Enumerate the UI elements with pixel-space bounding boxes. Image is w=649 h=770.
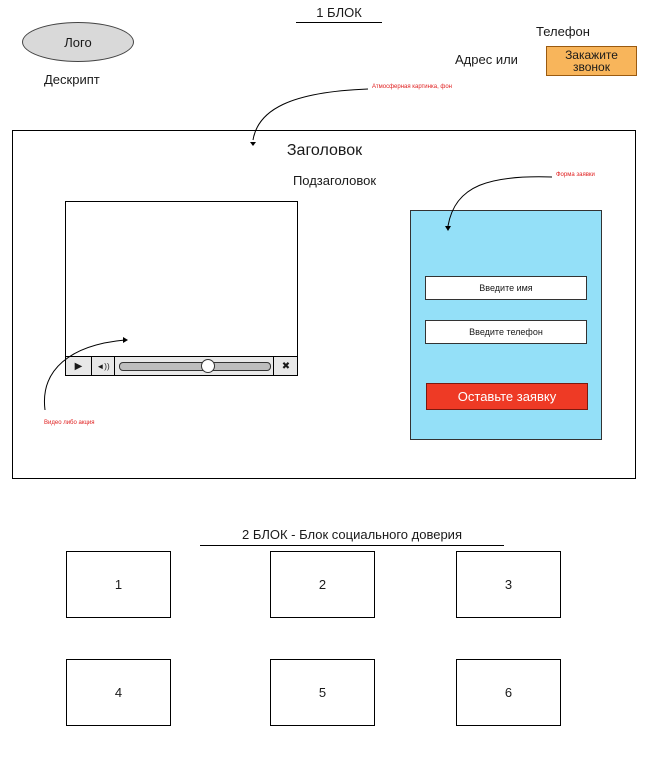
trust-box-label: 6 — [504, 685, 513, 700]
block2-title: 2 БЛОК - Блок социального доверия — [241, 527, 462, 542]
play-button[interactable]: ▶ — [66, 357, 92, 375]
phone-label: Телефон — [536, 24, 590, 39]
submit-button[interactable]: Оставьте заявку — [426, 383, 588, 410]
video-player[interactable] — [65, 201, 298, 376]
fullscreen-icon: ✖ — [281, 360, 291, 372]
hero-subtitle: Подзаголовок — [292, 173, 377, 188]
trust-box-label: 1 — [114, 577, 123, 592]
trust-box-label: 3 — [504, 577, 513, 592]
video-controls: ▶ ◄)) ✖ — [65, 356, 298, 376]
descriptor: Дескрипт — [44, 72, 100, 87]
logo[interactable]: Лого — [22, 22, 134, 62]
volume-icon: ◄)) — [96, 361, 110, 371]
name-input[interactable]: Введите имя — [425, 276, 587, 300]
trust-box-label: 2 — [318, 577, 327, 592]
background-arrow — [252, 88, 369, 141]
hero-block — [12, 130, 636, 479]
annotation-background: Атмосферная картинка, фон — [372, 84, 452, 90]
trust-box-1: 1 — [66, 551, 171, 618]
phone-input[interactable]: Введите телефон — [425, 320, 587, 344]
annotation-video: Видео либо акция — [44, 420, 95, 426]
phone-placeholder: Введите телефон — [469, 327, 543, 337]
video-arrowhead — [123, 337, 128, 343]
order-call-label: Закажите звонок — [565, 48, 618, 74]
trust-box-4: 4 — [66, 659, 171, 726]
address-label: Адрес или — [455, 52, 518, 67]
progress-slider[interactable] — [119, 359, 271, 373]
annotation-form: Форма заявки — [556, 172, 595, 178]
trust-box-5: 5 — [270, 659, 375, 726]
form-arrow — [447, 176, 553, 227]
trust-box-2: 2 — [270, 551, 375, 618]
trust-box-label: 4 — [114, 685, 123, 700]
hero-title: Заголовок — [286, 142, 363, 159]
trust-box-6: 6 — [456, 659, 561, 726]
trust-box-3: 3 — [456, 551, 561, 618]
block2-title-underline — [200, 545, 504, 546]
order-call-button[interactable]: Закажите звонок — [546, 46, 637, 76]
trust-box-label: 5 — [318, 685, 327, 700]
video-arrow — [43, 339, 126, 411]
volume-button[interactable]: ◄)) — [92, 357, 115, 375]
background-arrowhead — [250, 142, 256, 146]
progress-knob[interactable] — [201, 359, 215, 373]
block1-title-underline — [296, 22, 382, 23]
form-arrowhead — [445, 226, 451, 231]
fullscreen-button[interactable]: ✖ — [273, 357, 298, 375]
submit-label: Оставьте заявку — [457, 389, 557, 404]
logo-label: Лого — [64, 34, 92, 50]
name-placeholder: Введите имя — [479, 283, 533, 293]
block1-title: 1 БЛОК — [316, 5, 362, 20]
play-icon: ▶ — [74, 360, 83, 372]
